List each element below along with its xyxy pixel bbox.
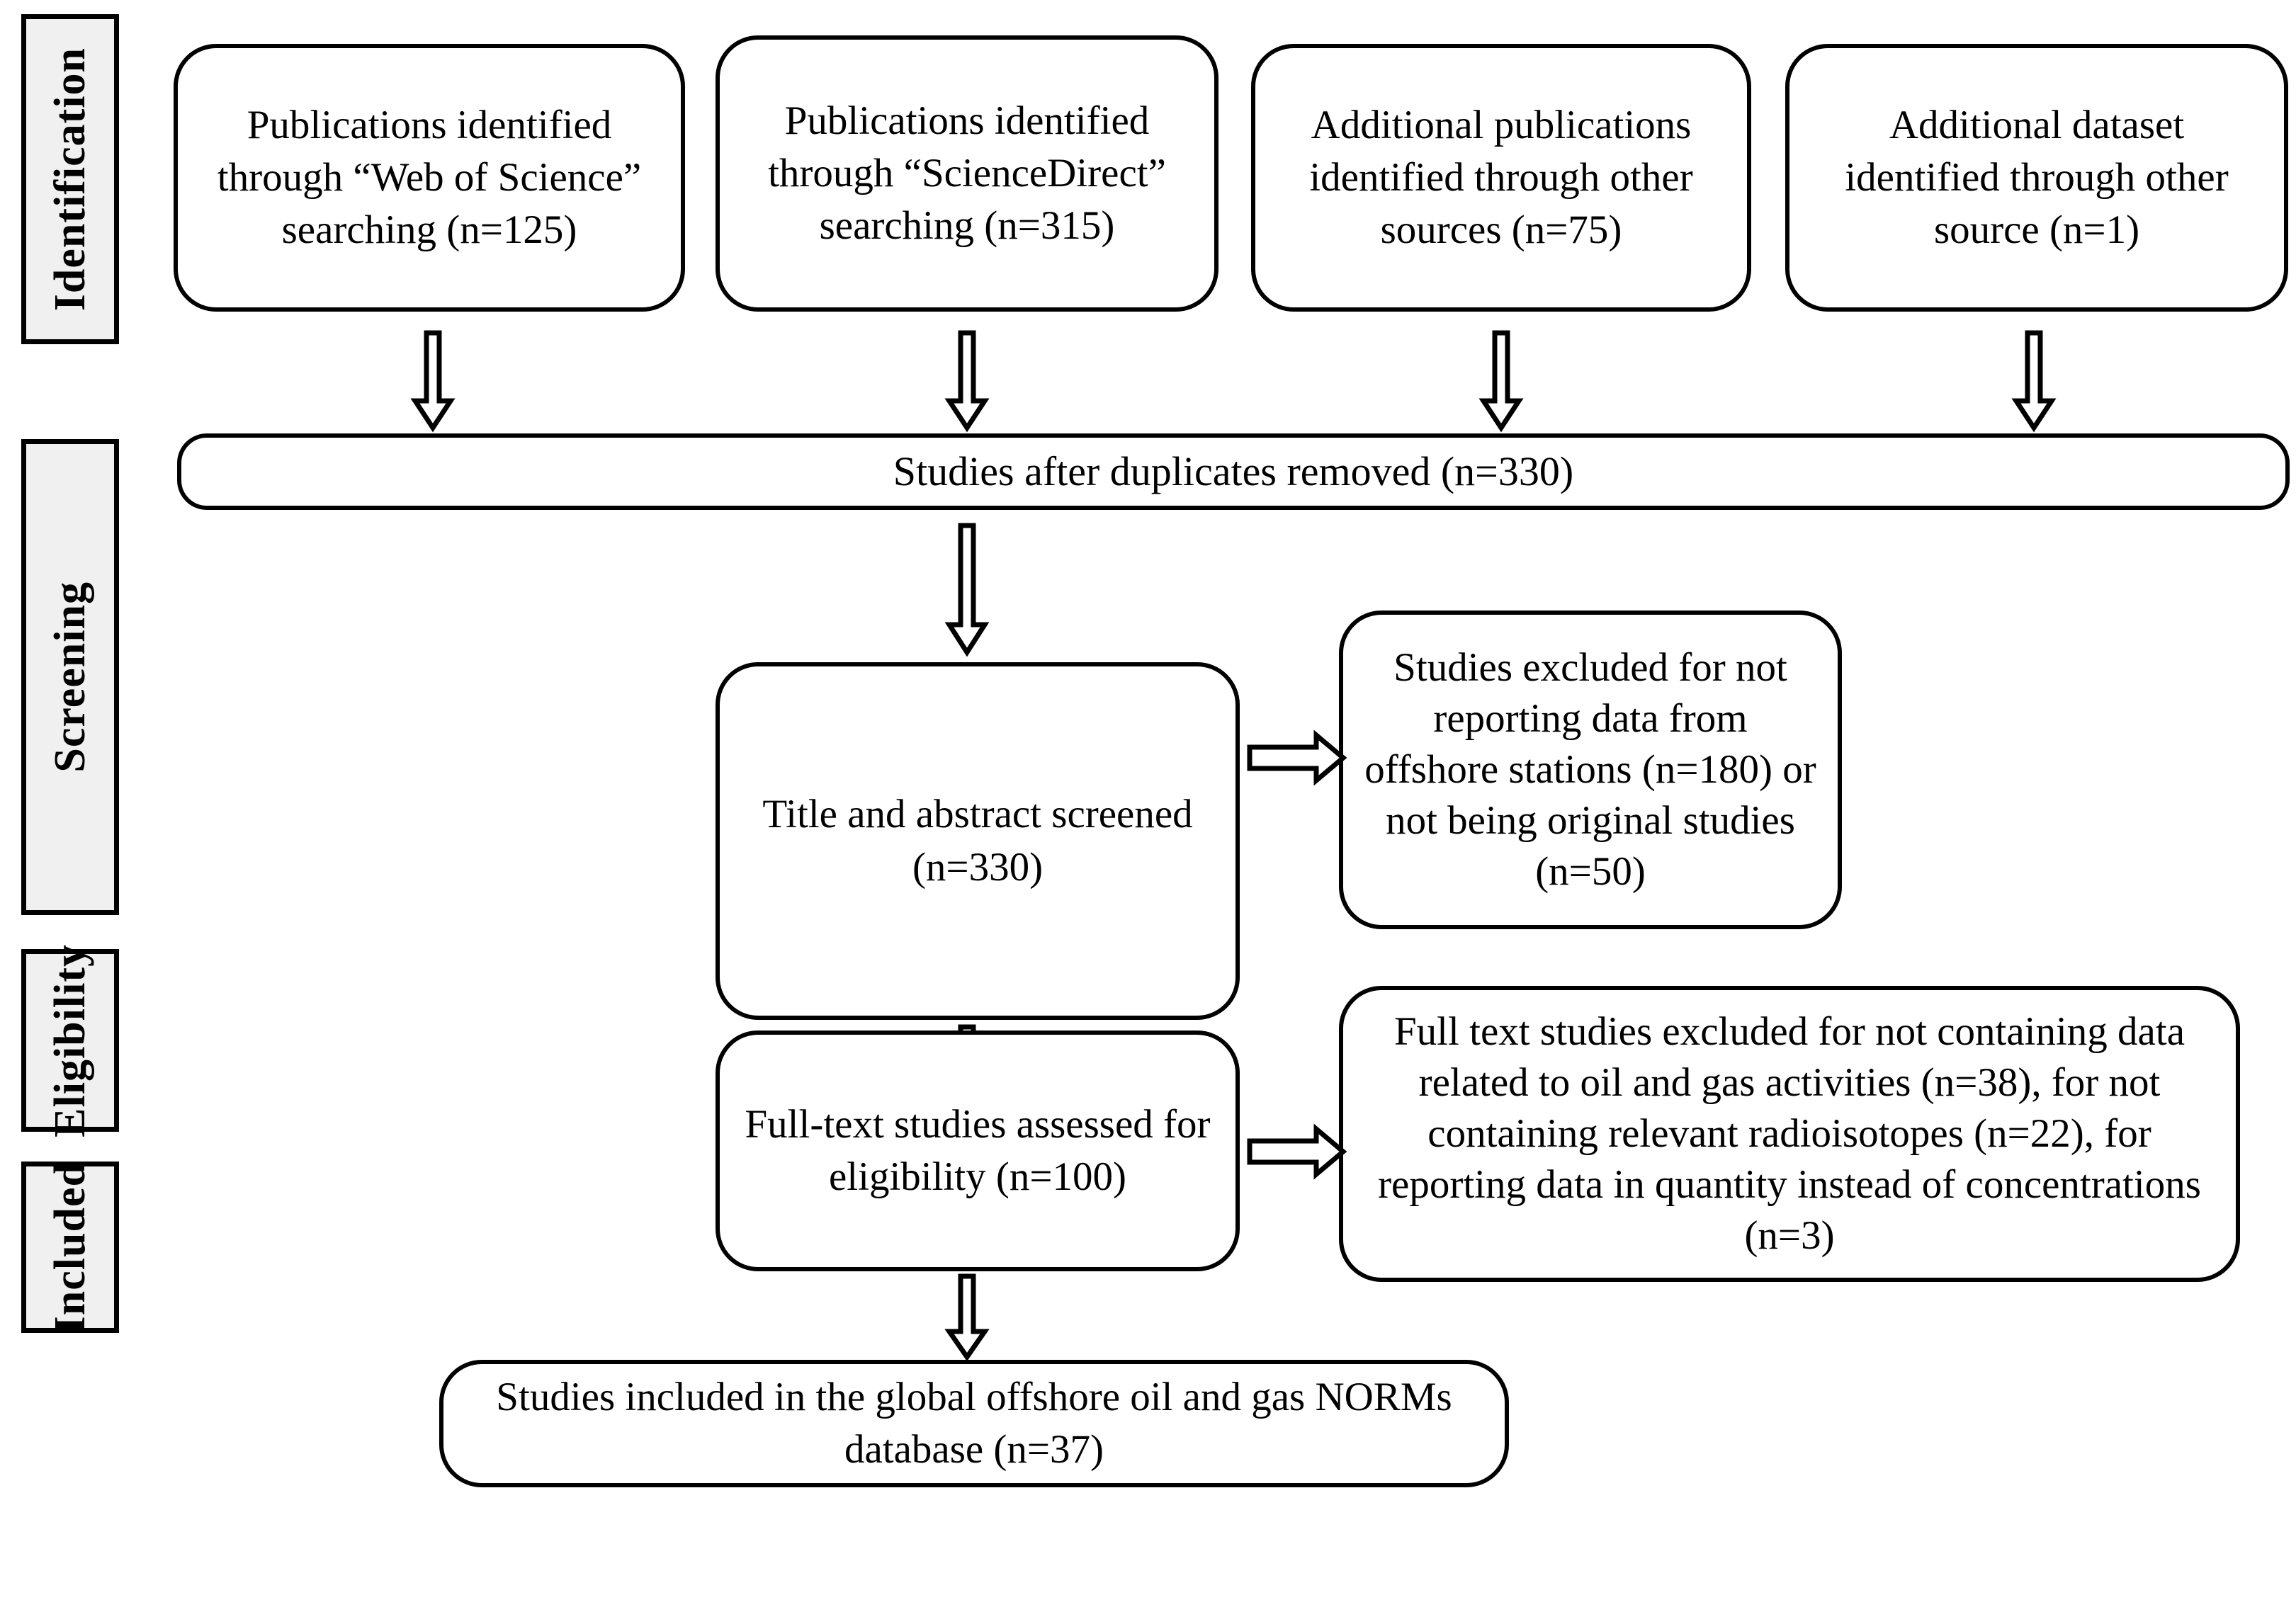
arrow-wos-to-duplicates bbox=[410, 330, 456, 433]
arrow-otherdataset-to-duplicates bbox=[2011, 330, 2057, 433]
box-fulltext-excluded-text: Full text studies excluded for not conta… bbox=[1378, 1009, 2201, 1258]
stage-label-screening-text: Screening bbox=[45, 581, 94, 773]
stage-label-identification-text: Identification bbox=[45, 47, 94, 312]
arrow-screened-to-excluded bbox=[1247, 724, 1347, 792]
box-duplicates-removed-text: Studies after duplicates removed (n=330) bbox=[893, 448, 1574, 495]
stage-label-included: Included bbox=[21, 1162, 119, 1333]
box-included-final: Studies included in the global offshore … bbox=[439, 1360, 1509, 1487]
arrow-othersources-to-duplicates bbox=[1478, 330, 1524, 433]
box-screening-excluded: Studies excluded for not reporting data … bbox=[1339, 611, 1842, 929]
box-source-other-publications-text: Additional publications identified throu… bbox=[1309, 102, 1693, 253]
box-source-other-dataset-text: Additional dataset identified through ot… bbox=[1845, 102, 2229, 253]
box-included-final-text: Studies included in the global offshore … bbox=[496, 1374, 1452, 1472]
arrow-fulltext-to-included bbox=[944, 1273, 990, 1362]
box-fulltext-assessed-text: Full-text studies assessed for eligibili… bbox=[745, 1101, 1211, 1199]
box-fulltext-assessed: Full-text studies assessed for eligibili… bbox=[716, 1030, 1240, 1271]
box-title-abstract-screened-text: Title and abstract screened (n=330) bbox=[762, 792, 1193, 890]
box-source-sciencedirect-text: Publications identified through “Science… bbox=[768, 98, 1166, 249]
box-source-web-of-science: Publications identified through “Web of … bbox=[174, 44, 685, 312]
arrow-fulltext-to-excluded bbox=[1247, 1118, 1347, 1186]
stage-label-identification: Identification bbox=[21, 14, 119, 344]
stage-label-eligibility: Eligibility bbox=[21, 944, 119, 1137]
box-screening-excluded-text: Studies excluded for not reporting data … bbox=[1364, 645, 1816, 894]
box-source-other-publications: Additional publications identified throu… bbox=[1251, 44, 1751, 312]
arrow-sciencedirect-to-duplicates bbox=[944, 330, 990, 433]
box-source-web-of-science-text: Publications identified through “Web of … bbox=[217, 102, 642, 253]
box-source-sciencedirect: Publications identified through “Science… bbox=[716, 35, 1218, 312]
box-fulltext-excluded: Full text studies excluded for not conta… bbox=[1339, 986, 2240, 1282]
stage-label-eligibility-text: Eligibility bbox=[45, 943, 94, 1137]
box-source-other-dataset: Additional dataset identified through ot… bbox=[1785, 44, 2288, 312]
stage-label-screening: Screening bbox=[21, 439, 119, 915]
box-duplicates-removed: Studies after duplicates removed (n=330) bbox=[177, 433, 2290, 510]
stage-label-included-text: Included bbox=[45, 1161, 94, 1334]
box-title-abstract-screened: Title and abstract screened (n=330) bbox=[716, 662, 1240, 1020]
arrow-duplicates-to-screened bbox=[944, 523, 990, 657]
